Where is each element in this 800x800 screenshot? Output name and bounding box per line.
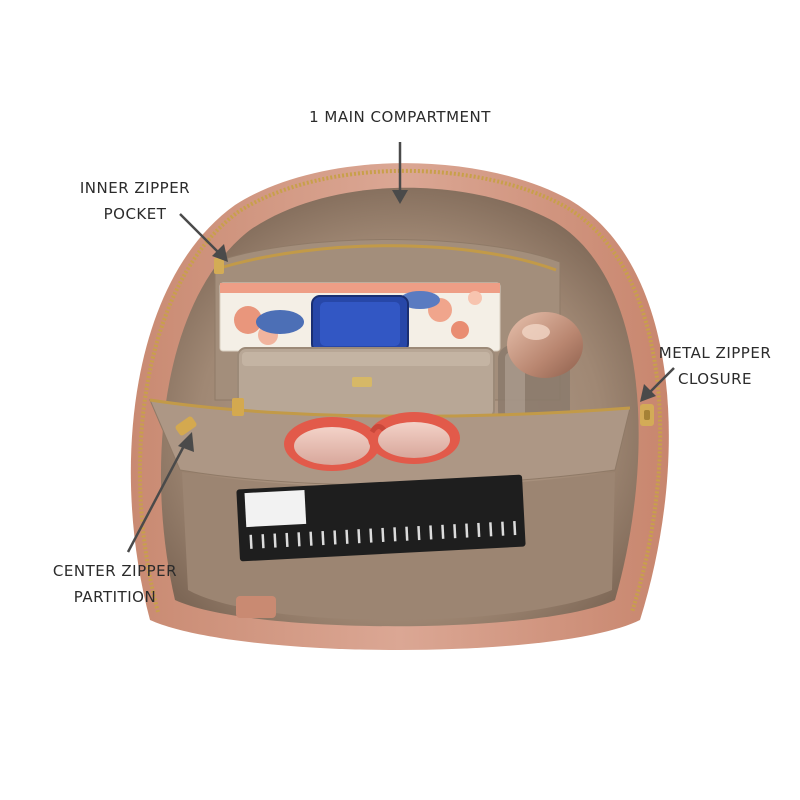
inner-pocket-zipper xyxy=(219,244,557,272)
center-zipper-pull-2 xyxy=(232,398,244,416)
outer-zipper-track xyxy=(137,168,663,613)
center-partition-line1: CENTER ZIPPER xyxy=(52,562,178,580)
center-zipper-pull xyxy=(175,416,197,436)
center-partition-arrow-icon xyxy=(126,441,188,553)
inner-pocket-zipper-pull xyxy=(214,258,224,274)
inner-pocket-label: INNER ZIPPER POCKET xyxy=(60,175,210,227)
main-compartment-text: 1 MAIN COMPARTMENT xyxy=(309,108,491,126)
callout-arrows xyxy=(126,142,675,553)
metal-zipper-line1: METAL ZIPPER xyxy=(658,344,772,362)
sunglasses xyxy=(284,412,460,471)
metal-zipper-label: METAL ZIPPER CLOSURE xyxy=(640,340,790,392)
black-notebook xyxy=(236,474,526,562)
bottle-cap xyxy=(507,312,583,378)
center-partition-zipper xyxy=(149,398,631,418)
metal-zipper-line2: CLOSURE xyxy=(677,370,752,388)
inner-pocket-arrow-icon xyxy=(179,213,219,253)
wallet-logo-icon xyxy=(352,377,372,387)
main-compartment-label: 1 MAIN COMPARTMENT xyxy=(270,104,530,130)
metal-zipper-arrow-icon xyxy=(647,367,675,395)
notebook-spiral xyxy=(249,520,517,549)
center-partition-line2: PARTITION xyxy=(73,588,157,606)
inner-pocket-line1: INNER ZIPPER xyxy=(79,179,191,197)
bag-bottom-strap xyxy=(236,596,276,618)
inner-pocket-line2: POCKET xyxy=(103,205,167,223)
center-partition-label: CENTER ZIPPER PARTITION xyxy=(30,558,200,610)
